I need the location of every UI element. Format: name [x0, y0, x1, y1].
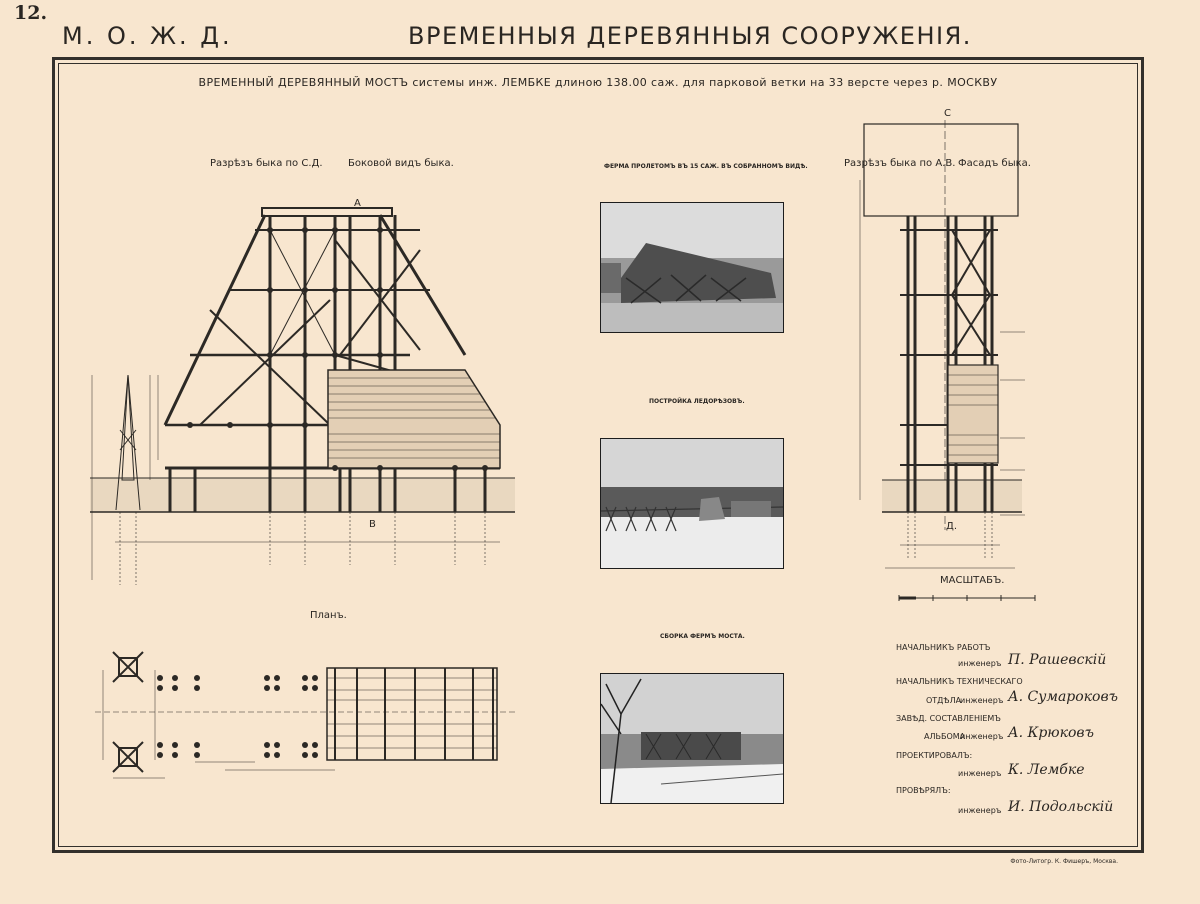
- railway-abbreviation: М. О. Ж. Д.: [62, 22, 233, 50]
- photo-top-caption: ФЕРМА ПРОЛЕТОМЪ ВЪ 15 САЖ. ВЪ СОБРАННОМЪ…: [604, 163, 808, 170]
- section-ab-label: Разрѣзъ быка по А.В.: [844, 158, 956, 169]
- credit-role-5: ПРОВѢРЯЛЪ:: [896, 786, 951, 795]
- drawing-frame-outer: [52, 57, 1144, 853]
- mark-c: С: [944, 108, 951, 119]
- plan-label: Планъ.: [310, 610, 347, 621]
- side-view-label: Боковой видъ быка.: [348, 158, 454, 169]
- credit-signature-2: А. Сумароковъ: [1008, 689, 1118, 705]
- photo-icebreaker-construction: [600, 438, 784, 569]
- photo-bottom-caption: СБОРКА ФЕРМЪ МОСТА.: [660, 633, 745, 640]
- pier-plan-drawing: [95, 651, 515, 779]
- credit-signature-4: К. Лембке: [1008, 762, 1085, 778]
- credit-prefix-1: инженеръ: [958, 659, 1002, 668]
- credit-role-3: ЗАВѢД. СОСТАВЛЕНІЕМЪ: [896, 714, 1001, 723]
- photo-truss-assembly: [600, 673, 784, 804]
- mark-d: Д.: [946, 521, 957, 532]
- credit-prefix-4: инженеръ: [958, 769, 1002, 778]
- pier-section-drawing: [859, 120, 1025, 569]
- section-cd-label: Разрѣзъ быка по С.Д.: [210, 158, 323, 169]
- credit-signature-5: И. Подольскій: [1008, 799, 1114, 815]
- credit-sub-2: ОТДѢЛА: [926, 696, 962, 705]
- credit-signature-1: П. Рашевскій: [1008, 652, 1107, 668]
- credit-signature-3: А. Крюковъ: [1008, 725, 1094, 741]
- scale-bar: [898, 595, 1036, 601]
- credit-role-2: НАЧАЛЬНИКЪ ТЕХНИЧЕСКАГО: [896, 677, 1023, 686]
- sheet-number: 12.: [14, 2, 48, 24]
- credit-role-4: ПРОЕКТИРОВАЛЪ:: [896, 751, 973, 760]
- credit-prefix-5: инженеръ: [958, 806, 1002, 815]
- credit-prefix-2: инженеръ: [960, 696, 1004, 705]
- drawing-frame-inner: [58, 63, 1138, 847]
- credit-sub-3: АЛЬБОМА: [924, 732, 966, 741]
- drawing-subtitle: ВРЕМЕННЫЙ ДЕРЕВЯННЫЙ МОСТЪ системы инж. …: [198, 76, 998, 89]
- scale-label: МАСШТАБЪ.: [940, 575, 1005, 586]
- facade-label: Фасадъ быка.: [958, 158, 1031, 169]
- credit-prefix-3: инженеръ: [960, 732, 1004, 741]
- sheet-title: ВРЕМЕННЫЯ ДЕРЕВЯННЫЯ СООРУЖЕНІЯ.: [408, 22, 972, 50]
- printer-imprint: Фото-Литогр. К. Фишеръ, Москва.: [1010, 858, 1118, 865]
- photo-middle-caption: ПОСТРОЙКА ЛЕДОРѢЗОВЪ.: [649, 398, 745, 405]
- mark-b: В: [369, 519, 376, 530]
- pier-elevation-drawing: [90, 207, 515, 585]
- credit-role-1: НАЧАЛЬНИКЪ РАБОТЪ: [896, 643, 991, 652]
- mark-a: А: [354, 198, 361, 209]
- photo-truss-assembled: [600, 202, 784, 333]
